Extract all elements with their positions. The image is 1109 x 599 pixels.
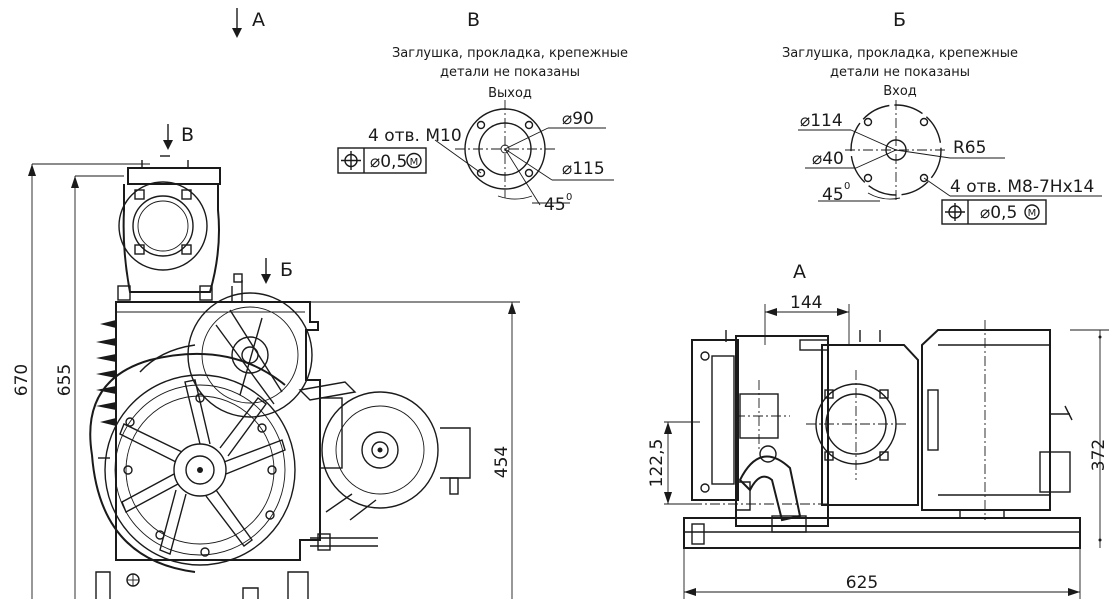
view-b-note-3: Вход [883,84,917,99]
view-v-holes: 4 отв. М10 [368,126,462,146]
dim-670: 670 [12,364,32,396]
dim-454: 454 [492,446,512,478]
view-arrow-a: А [232,8,265,38]
dim-144: 144 [790,293,822,313]
view-b-r65: R65 [953,138,986,158]
view-a: А 144 122,5 [647,261,1109,599]
view-v: В Заглушка, прокладка, крепежные детали … [337,9,628,215]
fan-wheel-outer [104,374,296,566]
view-b-title: Б [893,9,906,31]
view-v-note-2: детали не показаны [440,65,580,80]
fan-blades [119,379,286,555]
motor-end [321,391,439,509]
view-b-dia40: ⌀40 [812,149,844,169]
main-view: В Б [12,124,520,599]
view-b-dia114: ⌀114 [800,111,843,131]
view-b-angle: 45 [822,185,844,205]
dim-372: 372 [1089,439,1109,471]
view-b-angle-unit: 0 [844,181,850,192]
view-b-bolt-holes [863,117,929,183]
view-b: Б Заглушка, прокладка, крепежные детали … [782,9,1102,225]
view-b-note-2: детали не показаны [830,65,970,80]
cooling-fins [96,320,116,426]
view-v-title: В [467,9,480,31]
view-arrow-a-label: А [252,9,265,31]
dim-625: 625 [846,573,878,593]
view-b-note-1: Заглушка, прокладка, крепежные [782,46,1018,61]
view-v-dia90: ⌀90 [562,109,594,129]
view-v-dia115: ⌀115 [562,159,605,179]
view-v-note-1: Заглушка, прокладка, крепежные [392,46,628,61]
view-v-angle-unit: 0 [566,192,572,203]
view-b-tolerance: ⌀0,5 [980,203,1017,223]
view-b-tol-mod: M [1028,208,1037,219]
view-v-bolt-holes [476,120,534,178]
dim-122-5: 122,5 [647,439,667,488]
fan-bolts [123,393,277,557]
view-v-note-3: Выход [488,86,532,101]
view-v-tol-mod: M [410,157,419,168]
view-b-holes: 4 отв. М8-7Нх14 [950,177,1094,197]
view-v-angle: 45 [544,195,566,215]
dim-655: 655 [55,364,75,396]
view-a-title: А [793,261,806,283]
view-v-tolerance: ⌀0,5 [370,152,407,172]
main-arrow-v-label: В [181,124,194,146]
main-arrow-b-label: Б [280,259,293,281]
